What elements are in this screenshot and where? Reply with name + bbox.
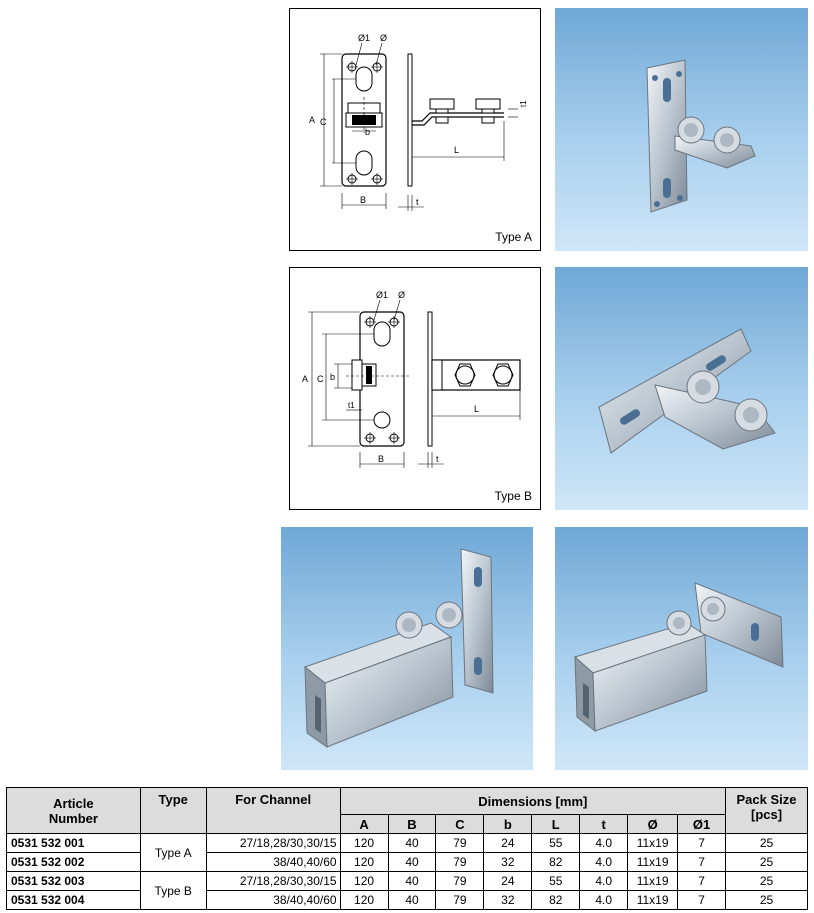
type-cell: Type A — [139, 833, 207, 872]
svg-text:C: C — [320, 117, 327, 127]
dim-cell: 4.0 — [579, 833, 629, 853]
svg-text:Ø: Ø — [380, 33, 387, 43]
dim-cell: 40 — [387, 890, 437, 910]
channel-cell: 27/18,28/30,30/15 — [205, 833, 341, 853]
dim-cell: 7 — [677, 852, 727, 872]
type-a-channel-photo — [281, 527, 533, 770]
article-number: 0531 532 004 — [6, 890, 141, 910]
dim-cell: 82 — [531, 890, 581, 910]
type-a-product-photo — [555, 8, 808, 251]
dim-cell: 79 — [435, 833, 485, 853]
dim-cell: 120 — [339, 852, 389, 872]
dim-cell: 55 — [531, 833, 581, 853]
table-row: 0531 532 003 Type B 27/18,28/30,30/15 12… — [6, 871, 808, 910]
dim-cell: 7 — [677, 871, 727, 891]
dim-cell: 24 — [483, 833, 533, 853]
dim-cell: 40 — [387, 871, 437, 891]
dim-cell: 79 — [435, 871, 485, 891]
channel-cell: 27/18,28/30,30/15 — [205, 871, 341, 891]
header-dim-diameter1: Ø1 — [677, 814, 727, 834]
dim-cell: 120 — [339, 871, 389, 891]
dim-cell: 11x19 — [627, 890, 679, 910]
channel-cell: 38/40,40/60 — [205, 890, 341, 910]
type-a-label: Type A — [495, 230, 532, 244]
dim-a-label: A — [309, 115, 315, 125]
header-dim-b-lower: b — [483, 814, 533, 834]
header-dimensions: Dimensions [mm] — [339, 787, 727, 815]
svg-text:t1: t1 — [348, 401, 355, 410]
header-dim-a: A — [339, 814, 389, 834]
dim-cell: 32 — [483, 852, 533, 872]
svg-text:t: t — [416, 197, 419, 207]
dim-cell: 55 — [531, 871, 581, 891]
dim-cell: 120 — [339, 833, 389, 853]
type-a-drawing: A C b B Ø1 Ø L t1 — [289, 8, 541, 251]
svg-text:B: B — [360, 195, 366, 205]
svg-text:b: b — [365, 127, 370, 137]
type-a-technical-drawing: A C b B Ø1 Ø L t1 — [309, 33, 528, 211]
type-b-label: Type B — [494, 489, 532, 503]
header-dim-diameter: Ø — [627, 814, 679, 834]
dim-cell: 11x19 — [627, 852, 679, 872]
svg-text:A: A — [302, 374, 308, 384]
svg-text:L: L — [474, 404, 479, 414]
svg-text:b: b — [330, 372, 335, 382]
type-b-technical-drawing: A C b t1 B Ø1 Ø L t — [302, 290, 521, 468]
channel-cell: 38/40,40/60 — [205, 852, 341, 872]
table-row: 0531 532 004 38/40,40/60 120 40 79 32 82… — [6, 890, 808, 910]
dim-cell: 40 — [387, 852, 437, 872]
header-for-channel: For Channel — [205, 787, 341, 834]
type-b-product-photo — [555, 267, 808, 510]
dim-cell: 40 — [387, 833, 437, 853]
header-pack-size: Pack Size[pcs] — [725, 787, 808, 834]
table-row: 0531 532 001 Type A 27/18,28/30,30/15 12… — [6, 833, 808, 872]
article-number: 0531 532 001 — [6, 833, 141, 853]
pack-cell: 25 — [725, 852, 808, 872]
svg-text:B: B — [378, 454, 384, 464]
svg-text:C: C — [317, 374, 324, 384]
pack-cell: 25 — [725, 890, 808, 910]
dim-cell: 120 — [339, 890, 389, 910]
svg-text:t: t — [436, 454, 439, 464]
pack-cell: 25 — [725, 833, 808, 853]
dim-cell: 32 — [483, 890, 533, 910]
header-dim-l: L — [531, 814, 581, 834]
svg-text:t1: t1 — [519, 100, 528, 107]
dim-cell: 79 — [435, 852, 485, 872]
svg-text:L: L — [454, 145, 459, 155]
dim-cell: 7 — [677, 890, 727, 910]
article-number: 0531 532 003 — [6, 871, 141, 891]
svg-text:Ø1: Ø1 — [358, 33, 370, 43]
dim-cell: 82 — [531, 852, 581, 872]
dim-cell: 4.0 — [579, 890, 629, 910]
dim-cell: 24 — [483, 871, 533, 891]
dim-cell: 4.0 — [579, 871, 629, 891]
header-dim-b-upper: B — [387, 814, 437, 834]
header-dim-t: t — [579, 814, 629, 834]
article-number: 0531 532 002 — [6, 852, 141, 872]
type-b-drawing: A C b t1 B Ø1 Ø L t Type B — [289, 267, 541, 510]
type-b-channel-photo — [555, 527, 808, 770]
dim-cell: 7 — [677, 833, 727, 853]
svg-text:Ø1: Ø1 — [376, 290, 388, 300]
type-cell: Type B — [139, 871, 207, 910]
pack-cell: 25 — [725, 871, 808, 891]
dim-cell: 11x19 — [627, 833, 679, 853]
svg-text:Ø: Ø — [398, 290, 405, 300]
table-row: 0531 532 002 38/40,40/60 120 40 79 32 82… — [6, 852, 808, 872]
header-type: Type — [139, 787, 207, 834]
header-dim-c: C — [435, 814, 485, 834]
dim-cell: 11x19 — [627, 871, 679, 891]
dim-cell: 4.0 — [579, 852, 629, 872]
dim-cell: 79 — [435, 890, 485, 910]
